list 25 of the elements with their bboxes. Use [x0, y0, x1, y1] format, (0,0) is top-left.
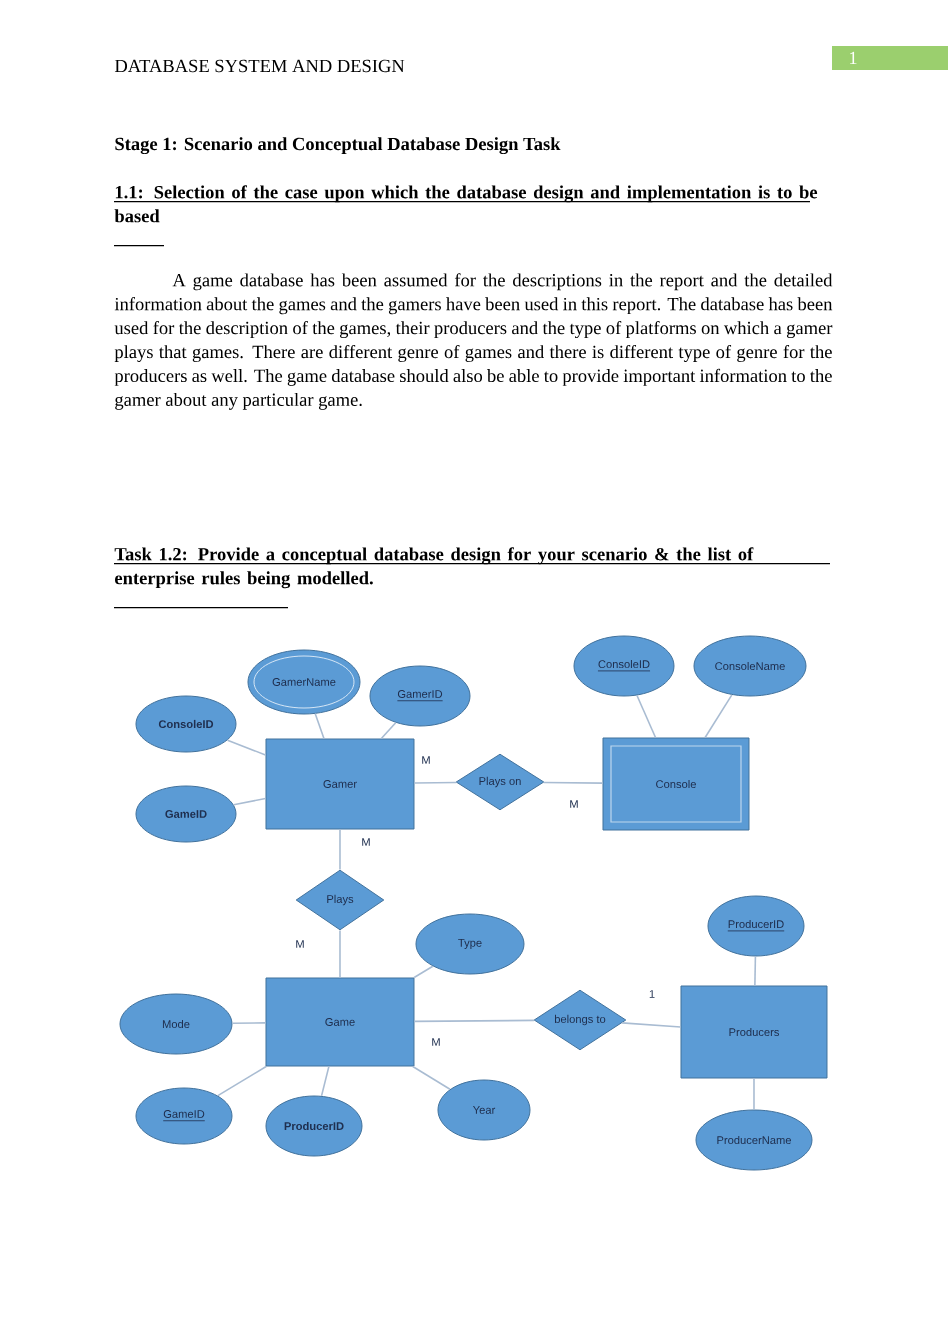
connector-line: [411, 1065, 451, 1090]
connector-line: [542, 781, 604, 784]
connector-line: [413, 1019, 535, 1023]
connector-line: [754, 955, 757, 987]
connector-line: [217, 1065, 267, 1097]
connector-line: [314, 713, 325, 740]
running-header: DATABASE SYSTEM AND DESIGN: [114, 59, 405, 73]
connector-line: [704, 694, 733, 739]
connector-line: [636, 694, 657, 739]
connector-line: [320, 1065, 330, 1097]
paragraph: A game database has been assumed for the descriptions in the report and the detailed information about the games and the gamers have been used in this report. The database has been used for the description of the games, their producers and the type of platforms on which a gamer plays that games. There are different genre of games and there is different type of genre for the producers as well. The game database should also be able to provide important information to the gamer about any particular game.: [114, 273, 833, 410]
connector-line: [231, 1022, 267, 1025]
heading: 1.1: Selection of the case upon which the database design and implementation is to be based: [114, 185, 818, 223]
connector-line: [232, 797, 267, 806]
connector-line: [621, 1022, 682, 1028]
connector-line: [753, 1077, 755, 1111]
heading: Stage 1: Scenario and Conceptual Database Design Task: [115, 137, 561, 155]
connector-line: [226, 739, 267, 756]
connector-line: [413, 781, 458, 784]
connector-line: [380, 721, 397, 740]
connector-line: [339, 929, 341, 979]
connector-line: [339, 828, 341, 871]
page-number: 1: [832, 46, 948, 70]
heading: Task 1.2: Provide a conceptual database design for your scenario & the list of enterprise rules being modelled.: [114, 547, 754, 589]
connector-line: [413, 965, 434, 979]
